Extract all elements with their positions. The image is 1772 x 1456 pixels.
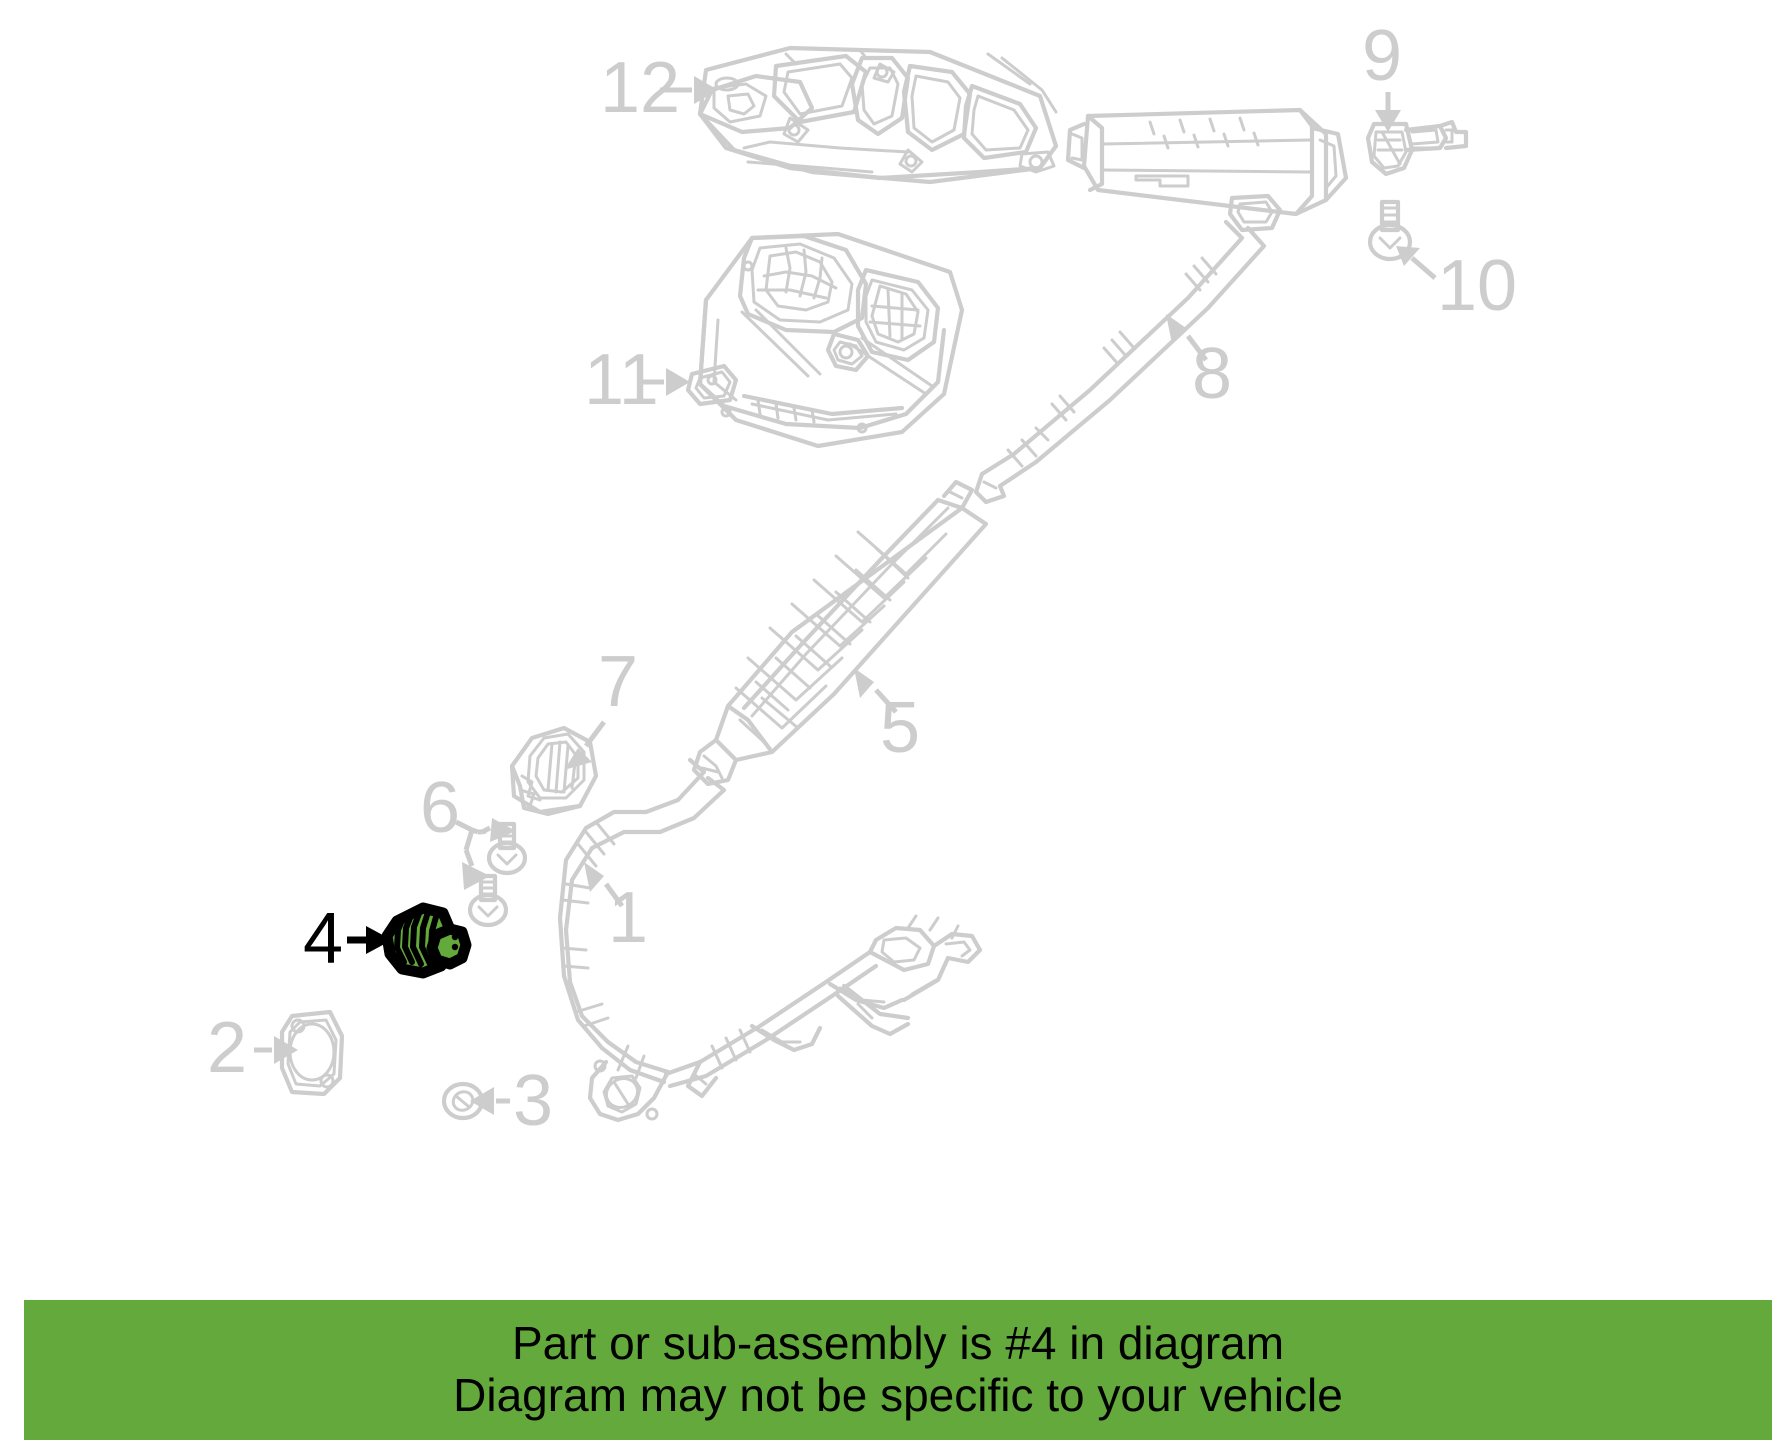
- callout-label-5: 7: [598, 642, 638, 722]
- callout-6: 6: [420, 768, 516, 890]
- part-1-front-pipe: [557, 757, 983, 1123]
- notice-line-1: Part or sub-assembly is #4 in diagram: [511, 1317, 1285, 1370]
- part-7-resonator: [691, 479, 989, 787]
- part-10-bolt: [1367, 199, 1413, 262]
- callout-9: 9: [1362, 16, 1402, 132]
- muffler: [1065, 107, 1349, 233]
- part-12-heat-shield: [697, 45, 1059, 185]
- callout-label-10: 10: [1437, 246, 1517, 326]
- part-8-tail-pipe: [973, 219, 1267, 505]
- callout-12: 12: [600, 48, 718, 128]
- callout-8: 8: [1166, 314, 1232, 414]
- part-5-pipe-heat-shield: [509, 725, 599, 817]
- callout-11: 11: [584, 340, 690, 420]
- part-4-highlighted-shield: [381, 902, 472, 979]
- callout-label-9: 9: [1362, 16, 1402, 96]
- callout-1: 1: [584, 862, 648, 958]
- part-9-hanger-bracket: [1365, 119, 1469, 177]
- callout-3: 3: [470, 1061, 553, 1141]
- part-11-underbody-shield: [685, 231, 965, 449]
- callout-label-1: 1: [608, 878, 648, 958]
- callout-4: 4: [303, 899, 392, 979]
- callout-2: 2: [207, 1008, 298, 1088]
- callout-label-3: 3: [513, 1061, 553, 1141]
- callout-label-4: 4: [303, 899, 343, 979]
- notice-line-2: Diagram may not be specific to your vehi…: [453, 1369, 1343, 1421]
- callout-5: 7: [564, 642, 638, 770]
- notice-banner: Part or sub-assembly is #4 in diagram Di…: [24, 1300, 1772, 1440]
- callout-10: 10: [1396, 246, 1517, 326]
- callout-7: 5: [854, 668, 920, 768]
- part-6-bolts: [467, 821, 528, 928]
- callout-label-6: 6: [420, 768, 460, 848]
- callout-label-2: 2: [207, 1008, 247, 1088]
